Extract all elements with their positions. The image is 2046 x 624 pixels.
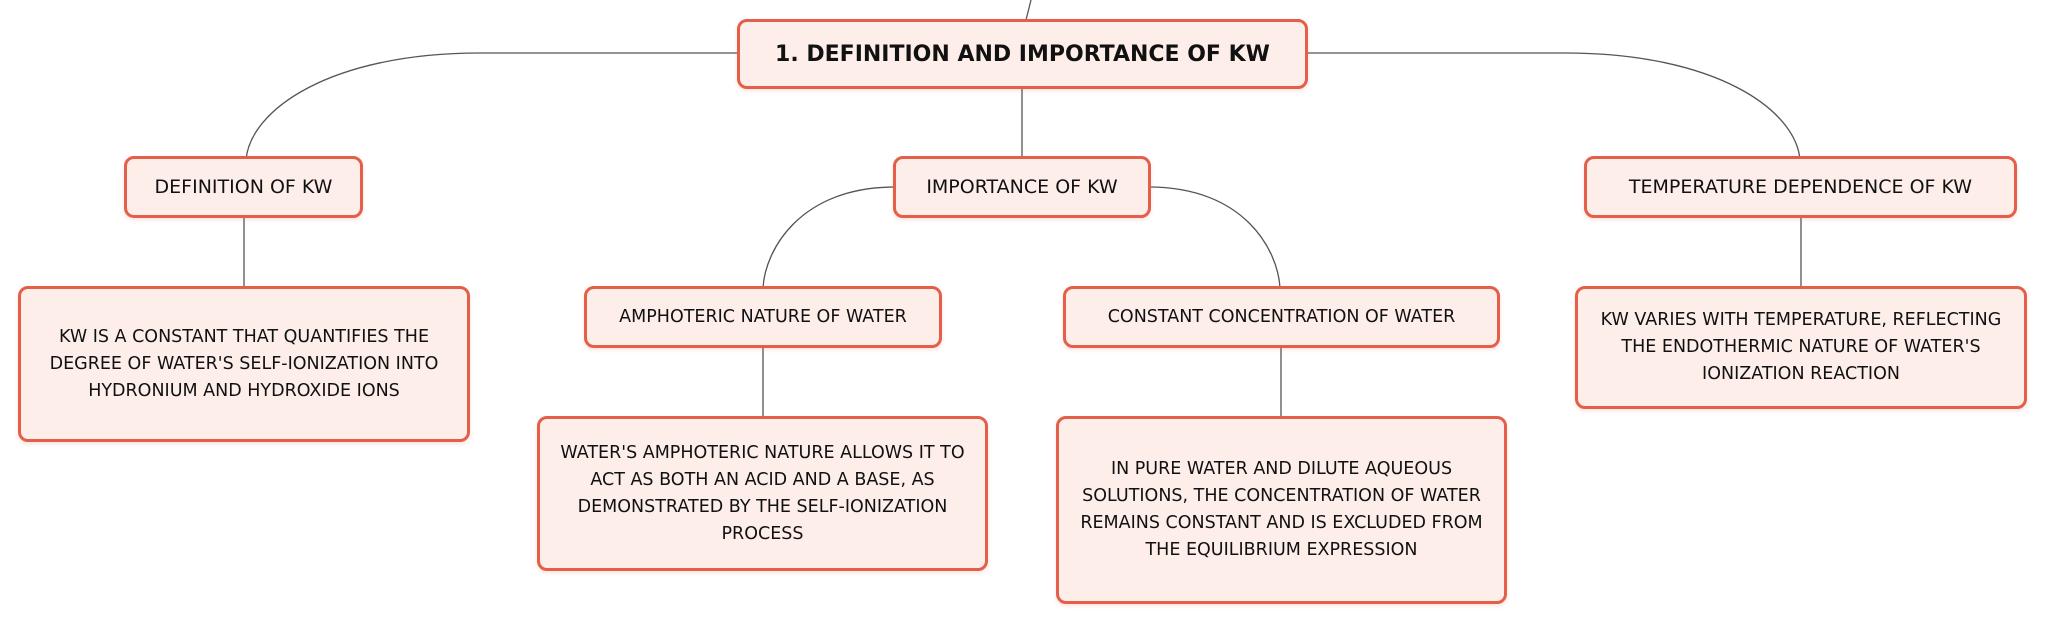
connector-importance-amphoteric [762, 186, 896, 289]
temperature-detail-node[interactable]: KW VARIES WITH TEMPERATURE, REFLECTING T… [1575, 286, 2027, 409]
definition-detail-text: KW IS A CONSTANT THAT QUANTIFIES THE DEG… [49, 326, 439, 401]
root-node[interactable]: 1. DEFINITION AND IMPORTANCE OF KW [737, 19, 1308, 89]
temperature-node[interactable]: TEMPERATURE DEPENDENCE OF KW [1584, 156, 2017, 218]
temperature-detail-text: KW VARIES WITH TEMPERATURE, REFLECTING T… [1600, 310, 2002, 384]
constant-concentration-detail-node[interactable]: IN PURE WATER AND DILUTE AQUEOUS SOLUTIO… [1056, 416, 1507, 604]
amphoteric-node[interactable]: AMPHOTERIC NATURE OF WATER [584, 286, 942, 348]
importance-node[interactable]: IMPORTANCE OF KW [893, 156, 1151, 218]
amphoteric-detail-text: WATER'S AMPHOTERIC NATURE ALLOWS IT TO A… [560, 442, 965, 544]
importance-title: IMPORTANCE OF KW [926, 176, 1118, 198]
connector-incoming [1025, 0, 1032, 21]
connector-root-temperature [1306, 52, 1801, 161]
amphoteric-detail-node[interactable]: WATER'S AMPHOTERIC NATURE ALLOWS IT TO A… [537, 416, 988, 571]
temperature-title: TEMPERATURE DEPENDENCE OF KW [1628, 176, 1973, 198]
constant-concentration-detail-text: IN PURE WATER AND DILUTE AQUEOUS SOLUTIO… [1080, 459, 1483, 560]
constant-concentration-node[interactable]: CONSTANT CONCENTRATION OF WATER [1063, 286, 1500, 348]
definition-node[interactable]: DEFINITION OF KW [124, 156, 363, 218]
definition-title: DEFINITION OF KW [154, 176, 333, 198]
connector-root-definition [245, 52, 739, 161]
constant-concentration-title: CONSTANT CONCENTRATION OF WATER [1107, 307, 1456, 327]
definition-detail-node[interactable]: KW IS A CONSTANT THAT QUANTIFIES THE DEG… [18, 286, 470, 442]
connector-importance-constant [1148, 186, 1281, 289]
amphoteric-title: AMPHOTERIC NATURE OF WATER [619, 307, 907, 327]
root-title: 1. DEFINITION AND IMPORTANCE OF KW [775, 41, 1270, 67]
